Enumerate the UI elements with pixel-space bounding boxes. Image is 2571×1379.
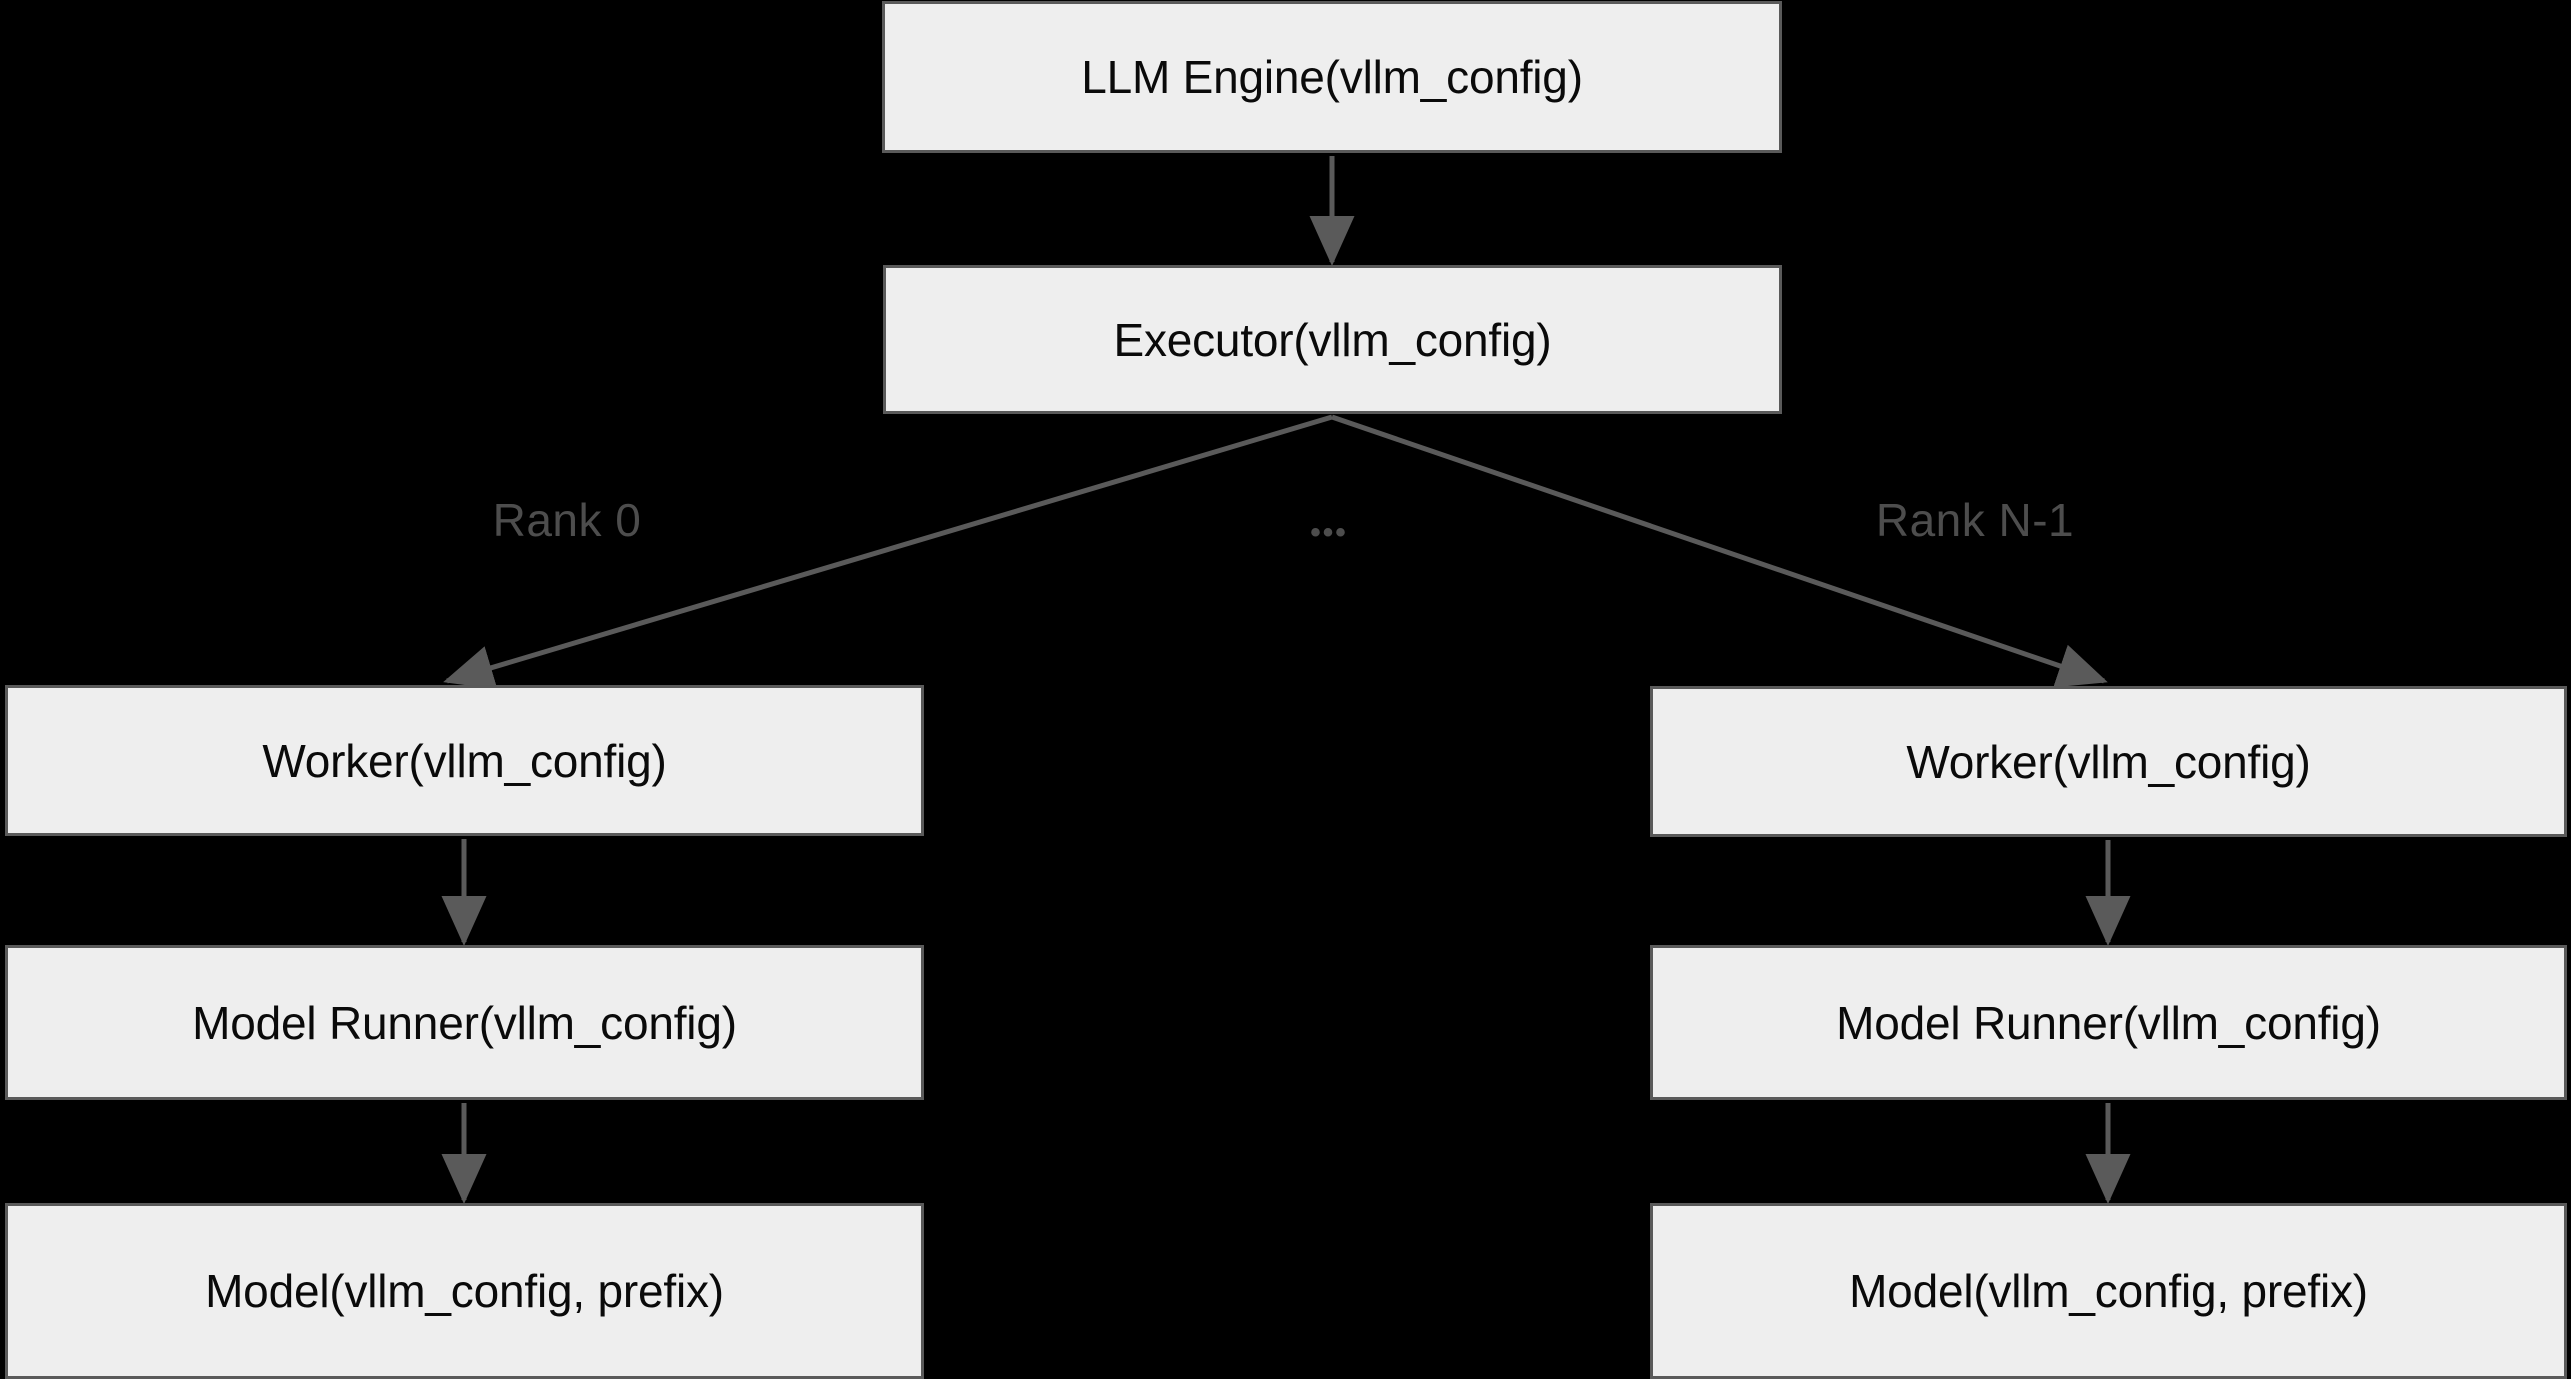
node-model-rank0-label: Model(vllm_config, prefix) [205, 1265, 724, 1317]
node-llm-engine-label: LLM Engine(vllm_config) [1081, 51, 1583, 103]
node-executor-label: Executor(vllm_config) [1113, 313, 1552, 366]
node-worker-rank0[interactable]: Worker(vllm_config) [5, 685, 924, 836]
node-model-runner-rank0[interactable]: Model Runner(vllm_config) [5, 945, 924, 1100]
node-worker-rankn1[interactable]: Worker(vllm_config) [1650, 686, 2567, 837]
edge-executor-to-worker-left [443, 414, 1333, 690]
edge-executor-to-worker-right [1331, 414, 2108, 688]
node-model-rankn1[interactable]: Model(vllm_config, prefix) [1650, 1203, 2567, 1379]
edge-label-rank-0: Rank 0 [492, 494, 642, 546]
edge-label-ellipsis: ••• [1310, 516, 1348, 549]
node-model-runner-rank0-label: Model Runner(vllm_config) [192, 996, 737, 1049]
node-worker-rankn1-label: Worker(vllm_config) [1906, 735, 2311, 788]
edge-label-rank-n-1: Rank N-1 [1875, 494, 2075, 546]
node-llm-engine[interactable]: LLM Engine(vllm_config) [882, 1, 1782, 153]
node-worker-rank0-label: Worker(vllm_config) [262, 734, 667, 787]
node-model-rank0[interactable]: Model(vllm_config, prefix) [5, 1203, 924, 1379]
node-model-runner-rankn1[interactable]: Model Runner(vllm_config) [1650, 945, 2567, 1100]
node-model-runner-rankn1-label: Model Runner(vllm_config) [1836, 996, 2381, 1049]
node-executor[interactable]: Executor(vllm_config) [883, 265, 1782, 414]
node-model-rankn1-label: Model(vllm_config, prefix) [1849, 1265, 2368, 1317]
